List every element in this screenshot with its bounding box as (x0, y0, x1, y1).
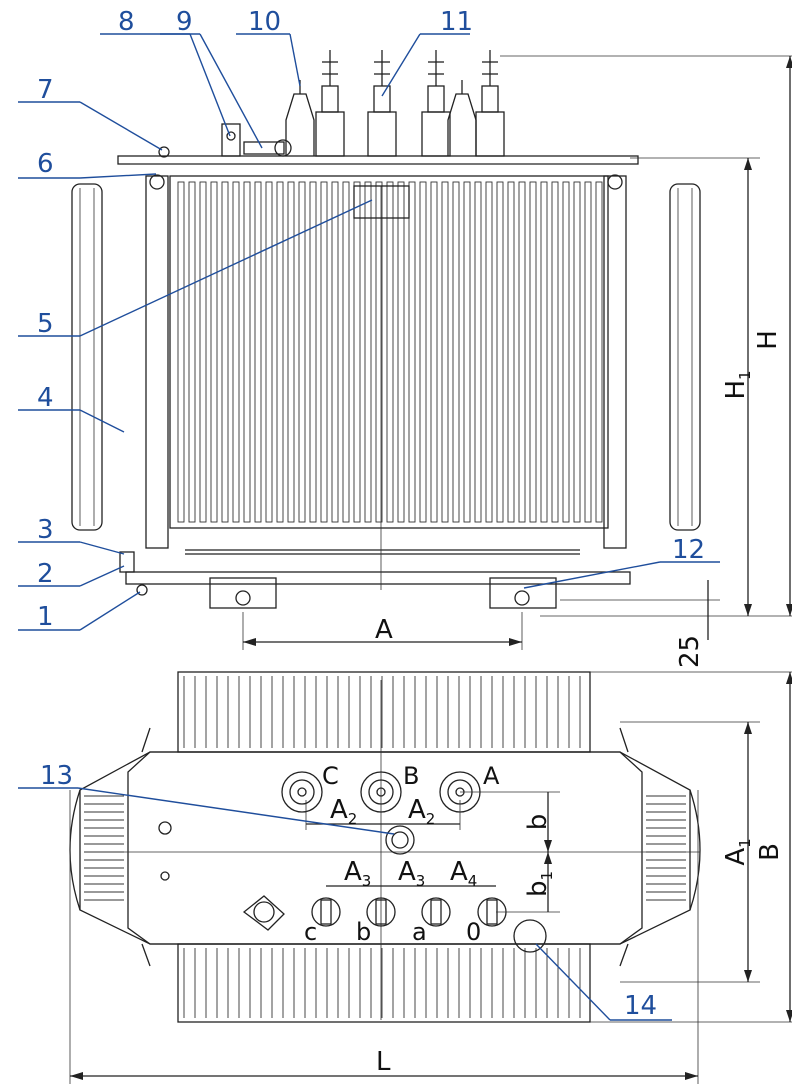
terminal-a: a (412, 918, 427, 946)
callout-2: 2 (37, 559, 54, 589)
dim-b: b (523, 814, 553, 831)
terminal-b: b (356, 918, 371, 946)
callout-14: 14 (624, 991, 657, 1021)
terminal-A: A (483, 762, 500, 790)
dim-B: B (755, 843, 785, 861)
callout-7: 7 (37, 75, 54, 105)
tank-fins (177, 181, 603, 523)
dim-A1-sub: 1 (736, 838, 754, 848)
svg-text:A2: A2 (408, 795, 435, 828)
bushings (285, 50, 505, 157)
dim-A3-right: A (398, 857, 416, 887)
callout-3: 3 (37, 515, 54, 545)
dim-H1-sub: 1 (736, 370, 754, 380)
svg-text:A2: A2 (330, 795, 357, 828)
svg-text:A1: A1 (721, 838, 754, 865)
terminal-c: c (304, 918, 317, 946)
terminal-labels: C B A c b a 0 (304, 762, 500, 946)
callout-1: 1 (37, 602, 54, 632)
terminal-B: B (403, 762, 419, 790)
oil-filler (513, 919, 547, 953)
callout-8: 8 (118, 7, 135, 37)
callout-11: 11 (440, 7, 473, 37)
callout-9: 9 (176, 7, 193, 37)
callout-12: 12 (672, 535, 705, 565)
dim-H1: H (721, 380, 751, 400)
lv-bushings (311, 897, 507, 927)
terminal-C: C (322, 762, 339, 790)
dim-A1: A (721, 848, 751, 866)
dimensions: A H H1 25 B (69, 55, 792, 1084)
front-view (71, 50, 701, 609)
callout-13: 13 (40, 761, 73, 791)
svg-text:A3: A3 (398, 857, 425, 890)
radiator-left (71, 183, 103, 531)
svg-text:A3: A3 (344, 857, 371, 890)
nameplate (353, 185, 410, 219)
dim-A4: A (450, 857, 468, 887)
dim-A: A (375, 615, 393, 645)
radiator-right (669, 183, 701, 531)
callouts: 1 2 3 4 5 6 7 8 9 10 11 12 13 (18, 7, 720, 1021)
top-view (69, 671, 701, 1023)
terminal-0: 0 (466, 918, 481, 946)
callout-5: 5 (37, 309, 54, 339)
dim-L: L (376, 1047, 391, 1077)
svg-text:A4: A4 (450, 857, 477, 890)
dim-H: H (753, 330, 783, 350)
dim-A2-left: A (330, 795, 348, 825)
dim-A3-left: A (344, 857, 362, 887)
tap-changer (385, 825, 415, 855)
callout-4: 4 (37, 383, 54, 413)
radiator-fins-top (183, 676, 581, 1018)
svg-text:b1: b1 (523, 871, 556, 897)
callout-10: 10 (248, 7, 281, 37)
dim-gap: 25 (675, 635, 705, 668)
dim-b1: b (523, 881, 553, 898)
callout-6: 6 (37, 149, 54, 179)
svg-text:H1: H1 (721, 370, 754, 399)
dim-A2-right: A (408, 795, 426, 825)
